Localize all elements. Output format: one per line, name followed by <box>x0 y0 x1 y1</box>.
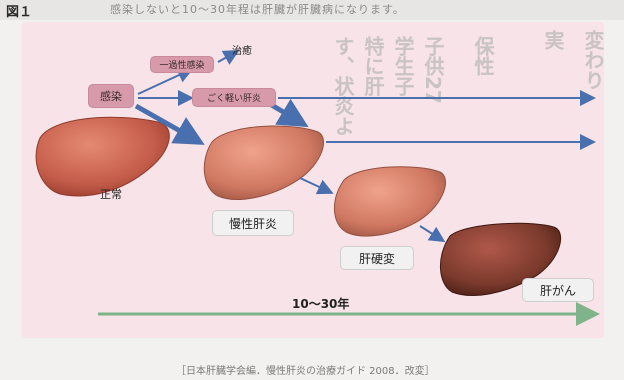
timeline-label: 10〜30年 <box>292 297 350 311</box>
background-text-column: す、状炎よ <box>331 36 355 136</box>
arrow-cirrhosis-to-cancer <box>419 225 446 243</box>
arrow-chronic-to-cirrhosis <box>299 177 334 195</box>
arrow-to-transient <box>137 67 194 95</box>
arrow-mild-to-chronic <box>268 98 309 128</box>
cure-label: 治癒 <box>232 46 252 57</box>
background-text-column: 実 <box>541 30 565 50</box>
liver-normal-image <box>35 116 170 197</box>
liver-cancer-image <box>439 222 562 296</box>
mild-hepatitis-box: ごく軽い肝炎 <box>192 88 276 107</box>
transient-infection-box: 一過性感染 <box>150 56 214 73</box>
chronic-hepatitis-label: 慢性肝炎 <box>212 210 294 236</box>
liver-cirrhosis-image <box>333 166 446 237</box>
background-text-column: 保性 <box>471 36 495 76</box>
liver-chronic-hepatitis-image <box>203 125 324 200</box>
background-text-column: 学生子 <box>391 36 415 96</box>
arrow-to-chronic <box>134 103 205 145</box>
infection-box: 感染 <box>88 84 134 108</box>
arrow-to-cure <box>217 50 240 65</box>
header-bar <box>0 0 624 20</box>
liver-cancer-label: 肝がん <box>522 278 594 302</box>
figure-label: 図１ <box>6 5 33 20</box>
normal-label: 正常 <box>100 188 122 201</box>
source-citation: ［日本肝臓学会編．慢性肝炎の治療ガイド 2008．改変］ <box>176 366 435 377</box>
background-text-column: 子供27 <box>421 36 445 104</box>
header-text: 感染しないと10〜30年程は肝臓が肝臓病になります。 <box>110 3 405 16</box>
background-text-column: 変わり <box>581 30 605 90</box>
background-text-column: 特に肝 <box>361 36 385 96</box>
cirrhosis-label: 肝硬変 <box>340 246 414 270</box>
